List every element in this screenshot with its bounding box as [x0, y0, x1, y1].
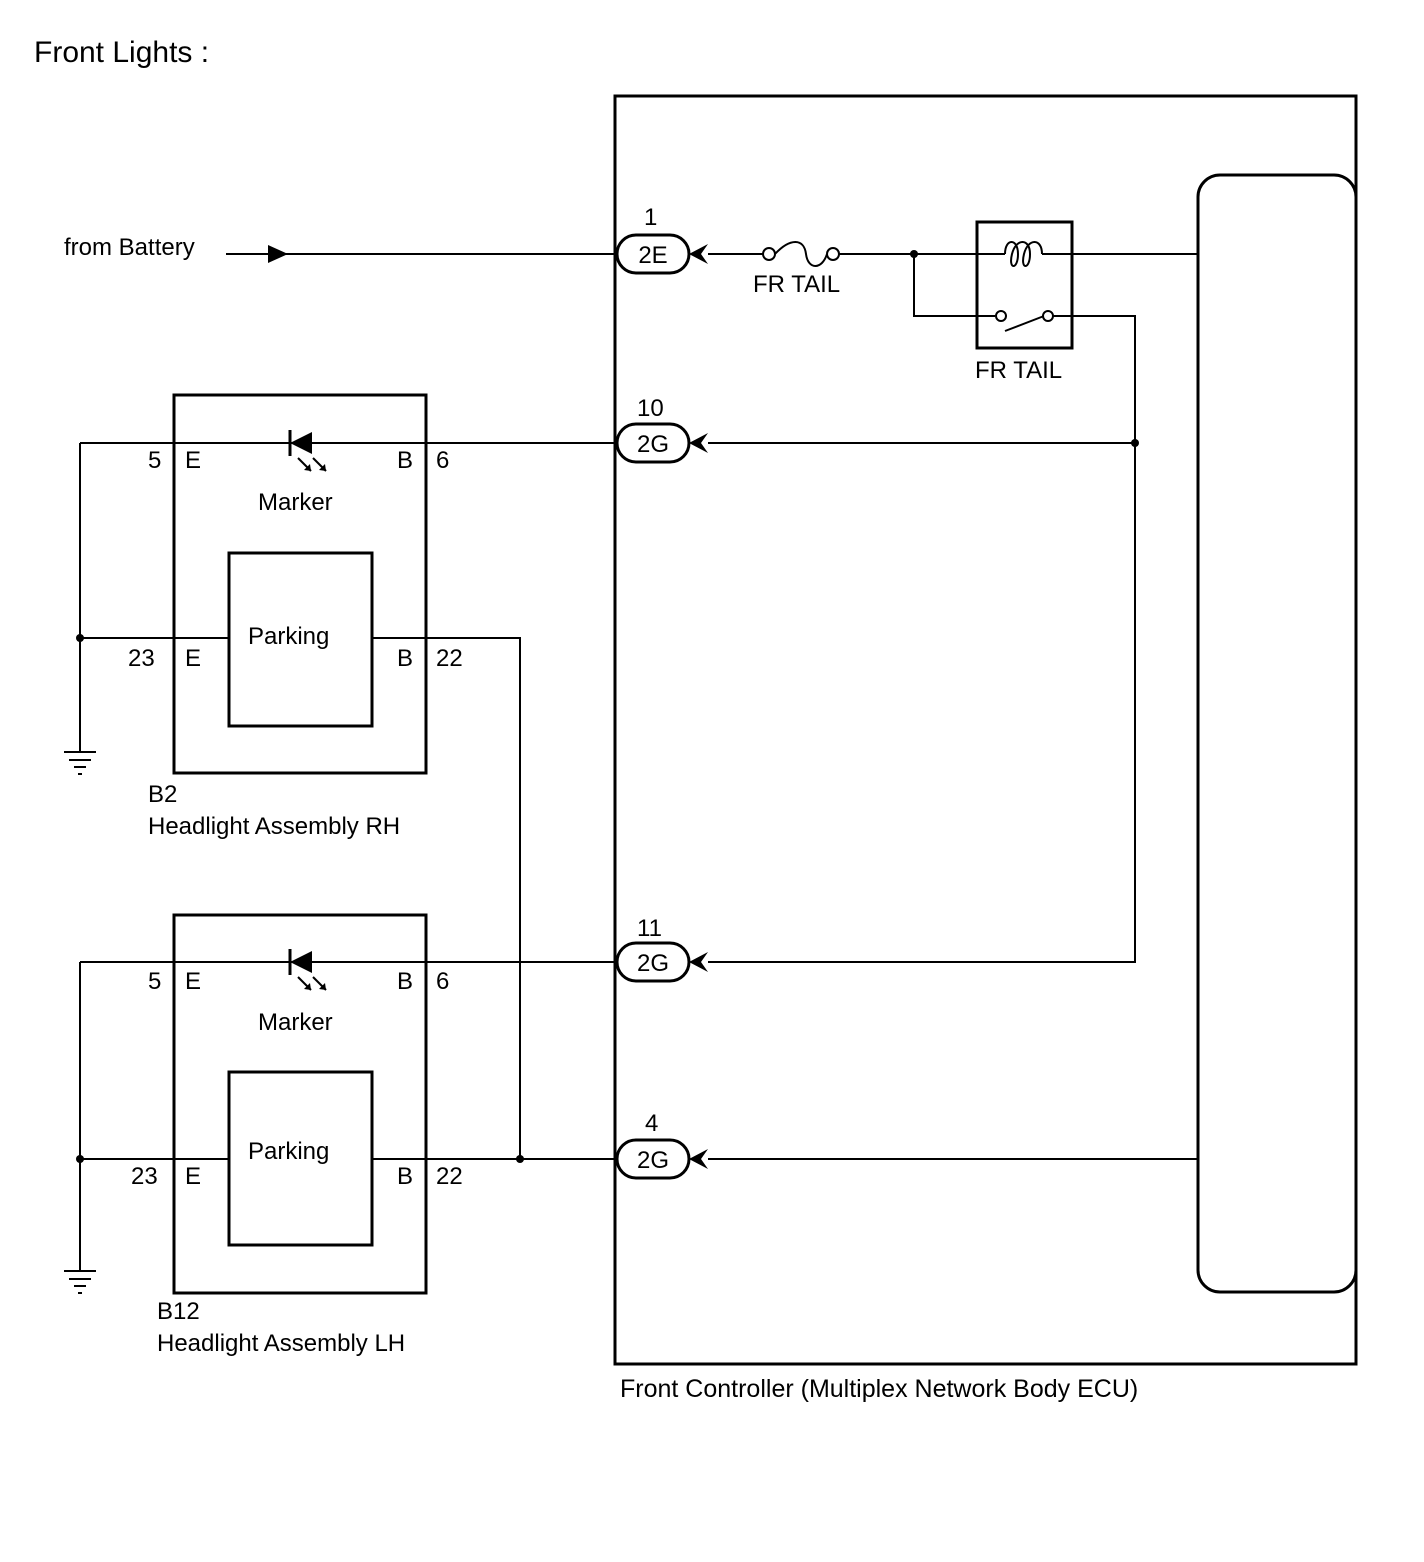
- marker-label: Marker: [258, 1009, 333, 1036]
- fuse-terminal-left: [762, 247, 776, 261]
- ground-icon: [64, 1270, 96, 1294]
- connector-2g-pin10: 10 2G: [615, 395, 708, 464]
- assembly-name-rh: Headlight Assembly RH: [148, 813, 400, 840]
- headlight-assembly-rh: [172, 393, 428, 775]
- relay-switch-icon: [1004, 315, 1045, 332]
- ecu-box: [613, 94, 1358, 1366]
- pin-parking-e: 23: [128, 645, 155, 672]
- terminal-e: E: [185, 968, 201, 995]
- pin-parking-b: 22: [436, 645, 463, 672]
- fuse-label: FR TAIL: [753, 271, 840, 298]
- pin-marker-e: 5: [148, 968, 161, 995]
- junction-dot: [516, 1155, 524, 1163]
- terminal-b: B: [397, 1163, 413, 1190]
- terminal-b: B: [397, 447, 413, 474]
- relay-contact-right: [1042, 310, 1054, 322]
- connector-2g-pin4: 4 2G: [615, 1110, 708, 1180]
- terminal-e: E: [185, 645, 201, 672]
- pin-parking-e: 23: [131, 1163, 158, 1190]
- svg-text:2G: 2G: [637, 1147, 669, 1174]
- pin-parking-b: 22: [436, 1163, 463, 1190]
- svg-text:11: 11: [637, 915, 662, 942]
- marker-led-icon: [288, 949, 327, 991]
- junction-dot: [76, 1155, 84, 1163]
- svg-text:2G: 2G: [637, 950, 669, 977]
- svg-text:10: 10: [637, 395, 664, 422]
- pin-marker-b: 6: [436, 968, 449, 995]
- parking-label: Parking: [248, 623, 329, 650]
- assembly-id-b2: B2: [148, 781, 177, 808]
- svg-text:2G: 2G: [637, 431, 669, 458]
- marker-label: Marker: [258, 489, 333, 516]
- terminal-e: E: [185, 1163, 201, 1190]
- battery-arrow-icon: [268, 245, 288, 263]
- parking-label: Parking: [248, 1138, 329, 1165]
- terminal-b: B: [397, 968, 413, 995]
- svg-text:2E: 2E: [638, 242, 667, 269]
- marker-led-icon: [288, 430, 327, 472]
- pin-marker-e: 5: [148, 447, 161, 474]
- parking-lamp-box: [227, 551, 374, 728]
- svg-text:1: 1: [644, 204, 657, 231]
- fuse-terminal-right: [826, 247, 840, 261]
- connector-2e-pin1: 1 2E: [615, 204, 708, 275]
- junction-dot: [76, 634, 84, 642]
- relay-label: FR TAIL: [975, 357, 1062, 384]
- assembly-id-b12: B12: [157, 1298, 200, 1325]
- relay-box: [975, 220, 1074, 350]
- relay-coil-icon: [1004, 241, 1043, 267]
- assembly-name-lh: Headlight Assembly LH: [157, 1330, 405, 1357]
- diagram-title: Front Lights :: [34, 36, 209, 69]
- terminal-b: B: [397, 645, 413, 672]
- svg-text:4: 4: [645, 1110, 658, 1137]
- ecu-control-module: [1196, 173, 1358, 1294]
- fuse-icon: [774, 241, 828, 267]
- headlight-assembly-lh: [172, 913, 428, 1295]
- battery-label: from Battery: [64, 234, 195, 261]
- relay-contact-left: [995, 310, 1007, 322]
- junction-dot: [1131, 439, 1139, 447]
- ecu-name: Front Controller (Multiplex Network Body…: [620, 1375, 1138, 1403]
- ground-icon: [64, 751, 96, 775]
- terminal-e: E: [185, 447, 201, 474]
- connector-2g-pin11: 11 2G: [615, 915, 708, 983]
- pin-marker-b: 6: [436, 447, 449, 474]
